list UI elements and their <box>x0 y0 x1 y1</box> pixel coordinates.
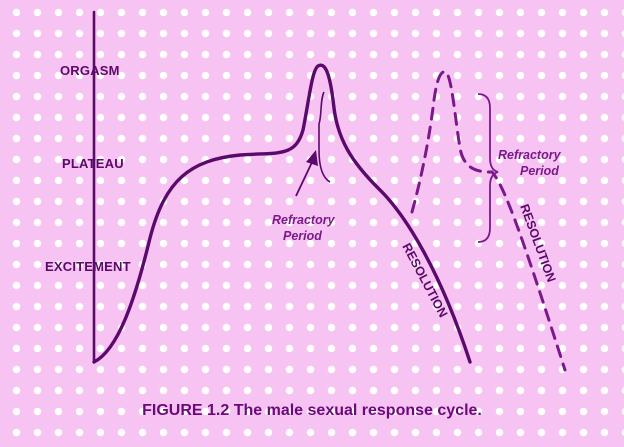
refractory-bracket-2 <box>477 93 499 243</box>
response-cycle-diagram: ORGASM PLATEAU EXCITEMENT Refractory Per… <box>45 10 567 372</box>
refractory-bracket-1 <box>318 91 331 183</box>
refractory-label-1-line1: Refractory <box>272 213 336 227</box>
refractory-arrow-line-1 <box>295 157 315 197</box>
response-curve <box>92 63 472 364</box>
stage-label-orgasm: ORGASM <box>60 63 120 78</box>
second-cycle-dashed-curve <box>410 70 567 372</box>
stage-label-plateau: PLATEAU <box>62 156 124 171</box>
figure-number: FIGURE 1.2 <box>142 402 230 419</box>
refractory-arrow-head-1 <box>306 150 318 166</box>
stage-label-excitement: EXCITEMENT <box>45 259 131 274</box>
refractory-label-2-line2: Period <box>520 164 559 178</box>
figure-caption-text: The male sexual response cycle. <box>233 402 482 419</box>
refractory-label-2-line1: Refractory <box>498 148 562 162</box>
figure-caption: FIGURE 1.2 The male sexual response cycl… <box>0 402 624 420</box>
refractory-label-1-line2: Period <box>283 229 322 243</box>
